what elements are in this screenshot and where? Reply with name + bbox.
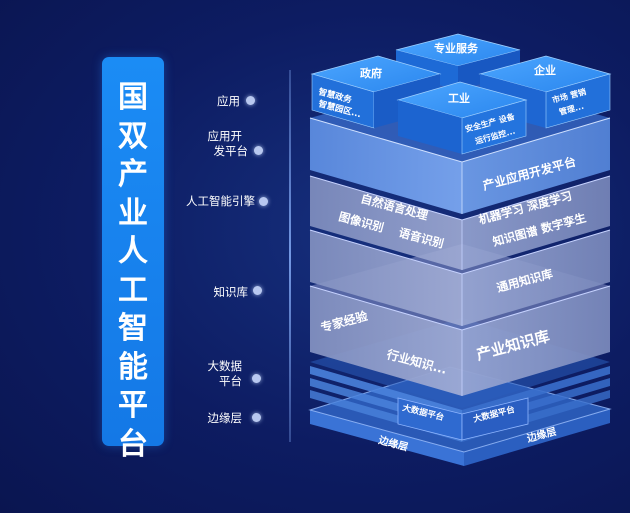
- layer-dot-edge: [252, 413, 261, 422]
- platform-title: 国双产业人工智能平台: [102, 79, 164, 464]
- layer-label-ai-engine: 人工智能引擎: [186, 194, 255, 208]
- layer-dot-knowledge: [253, 286, 262, 295]
- title-char: 台: [118, 426, 148, 462]
- title-char: 双: [118, 118, 148, 154]
- industry-name: 工业: [448, 91, 470, 105]
- layer-label-bigdata: 大数据 平台: [207, 359, 243, 388]
- layer-label-application: 应用: [217, 94, 240, 108]
- app-block-industry: 工业 安全生产 设备 运行监控...: [396, 81, 528, 155]
- title-char: 业: [118, 195, 148, 231]
- layer-dot-dev-platform: [254, 146, 263, 155]
- platform-title-banner: 国双产业人工智能平台: [102, 57, 164, 462]
- layer-dot-bigdata: [252, 374, 261, 383]
- enterprise-name: 企业: [533, 63, 556, 77]
- general-knowledge-layer: 通用知识库: [309, 229, 611, 326]
- layer-label-dev-platform: 应用开 发平台: [207, 129, 249, 158]
- title-char: 产: [118, 157, 148, 192]
- title-char: 平: [118, 388, 148, 423]
- title-char: 智: [118, 311, 148, 346]
- title-char: 工: [118, 272, 148, 308]
- government-name: 政府: [360, 66, 382, 80]
- title-char: 能: [118, 349, 148, 385]
- layer-dot-application: [246, 96, 255, 105]
- layer-label-edge: 边缘层: [207, 411, 243, 425]
- title-char: 人: [118, 234, 148, 269]
- title-char: 国: [118, 80, 148, 115]
- professional-name: 专业服务: [434, 41, 479, 55]
- layer-label-knowledge: 知识库: [213, 285, 249, 299]
- layer-dot-ai-engine: [259, 197, 268, 206]
- layer-axis-line: [289, 70, 291, 442]
